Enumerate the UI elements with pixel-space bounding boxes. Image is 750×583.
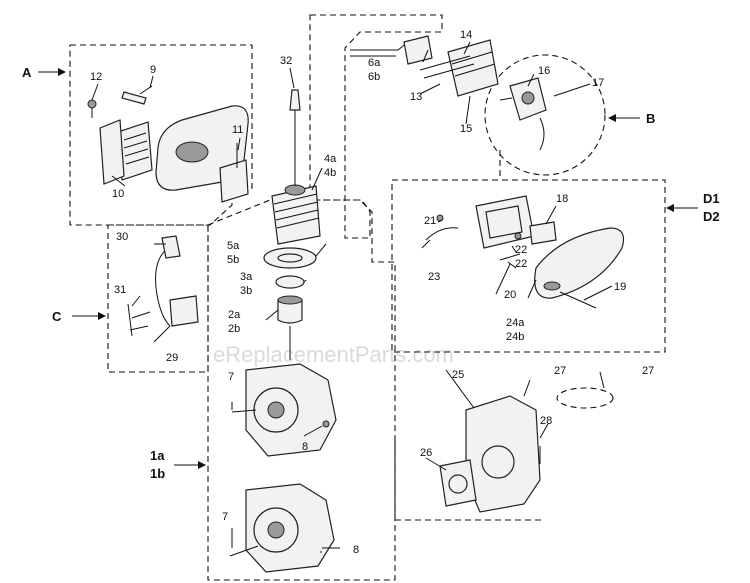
callout-d1: D1 [703,191,720,206]
label-5b: 5b [227,254,239,266]
label-31: 31 [114,284,126,296]
callout-a: A [22,65,32,80]
label-25: 25 [452,369,464,381]
screw-21 [436,214,444,222]
cylinder-top [284,184,306,196]
label-27-a: 27 [554,365,566,377]
carb-bolts [419,55,475,79]
label-26: 26 [420,447,432,459]
label-4a: 4a [324,153,337,165]
label-10: 10 [112,188,124,200]
label-21: 21 [424,215,436,227]
group-d-outline [391,179,666,353]
callout-d2: D2 [703,209,720,224]
air-filter-cover [534,227,625,299]
label-8-bottom: 8 [353,544,359,556]
air-filter-element [529,221,557,245]
label-8-top: 8 [302,441,308,453]
label-29: 29 [166,352,178,364]
label-20: 20 [504,289,516,301]
label-2a: 2a [228,309,241,321]
carburetor [447,39,499,97]
label-5a: 5a [227,240,240,252]
label-30: 30 [116,231,128,243]
label-14: 14 [460,29,472,41]
fuel-line [350,41,409,57]
spark-boot [161,235,181,259]
spark-plug [289,89,301,111]
label-7-bottom: 7 [222,511,228,523]
screw-12 [87,99,97,109]
muffler-gasket [219,159,249,203]
label-17: 17 [592,77,604,89]
label-12: 12 [90,71,102,83]
label-22-b: 22 [515,258,527,270]
label-24a: 24a [506,317,525,329]
callout-b: B [646,111,655,126]
ignition-wire [155,247,171,327]
label-13: 13 [410,91,422,103]
label-3b: 3b [240,285,252,297]
group-fuel-outline [309,14,443,239]
label-28: 28 [540,415,552,427]
muffler-plate [99,119,125,185]
label-16: 16 [538,65,550,77]
callout-1a: 1a [150,448,165,463]
label-22-a: 22 [515,244,527,256]
label-11: 11 [232,124,243,136]
ignition-module [169,295,199,327]
callout-1b: 1b [150,466,165,481]
label-4b: 4b [324,167,336,179]
muffler-outlet [175,141,209,163]
label-2b: 2b [228,323,240,335]
cylinder-fins [273,193,320,229]
piston [277,299,303,324]
label-24b: 24b [506,331,524,343]
spark-screen-mesh [123,132,150,165]
label-23: 23 [428,271,440,283]
group-1-outline [207,199,396,581]
label-19: 19 [614,281,626,293]
link-1-rear [394,440,545,521]
label-9: 9 [150,64,156,76]
label-6a: 6a [368,57,381,69]
label-27-b: 27 [642,365,654,377]
label-7-top: 7 [228,371,234,383]
callout-c: C [52,309,62,324]
ignition-screws [129,311,151,331]
group-c-outline [107,224,209,373]
choke-rod [425,227,459,241]
leader-lines [91,41,613,553]
group-b-circle [484,54,606,176]
label-3a: 3a [240,271,253,283]
piston-rings [275,275,305,289]
label-32: 32 [280,55,292,67]
screw-9 [121,91,147,105]
label-15: 15 [460,123,472,135]
cover-knob-screw [559,291,597,309]
seal-ring [556,387,614,409]
label-18: 18 [556,193,568,205]
label-6b: 6b [368,71,380,83]
watermark-text: eReplacementParts.com [213,342,454,367]
